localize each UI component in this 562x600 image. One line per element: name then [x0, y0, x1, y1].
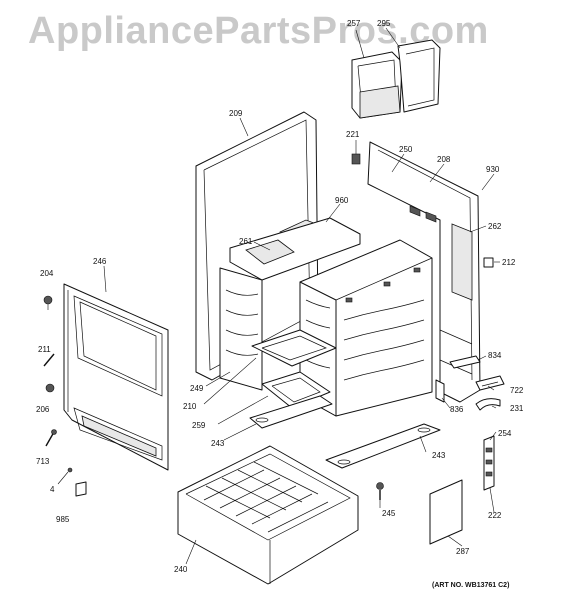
- part-231-bracket[interactable]: [475, 398, 501, 411]
- part-249-oven-liner-side[interactable]: [219, 267, 263, 391]
- part-836-strip[interactable]: [435, 379, 445, 403]
- part-713-screw[interactable]: [45, 429, 57, 447]
- callout-labels: 257 295 209 221 250 208 930 960 262 261 …: [36, 19, 524, 574]
- part-4-screw[interactable]: [67, 467, 73, 473]
- callout-4: 4: [50, 485, 55, 494]
- callout-985: 985: [56, 515, 70, 524]
- callout-287: 287: [456, 547, 470, 556]
- part-211-pin[interactable]: [43, 353, 55, 367]
- part-243-burner-bracket-upper[interactable]: [249, 395, 333, 429]
- callout-208: 208: [437, 155, 451, 164]
- part-295-vent-trim[interactable]: [397, 39, 441, 113]
- art-number: (ART NO. WB13761 C2): [432, 582, 510, 589]
- callout-722: 722: [510, 386, 524, 395]
- part-246-door-frame[interactable]: [63, 283, 169, 471]
- part-206-screw[interactable]: [45, 383, 55, 393]
- part-834-bracket[interactable]: [449, 355, 481, 369]
- part-245-bolt[interactable]: [376, 482, 384, 501]
- callout-221: 221: [346, 130, 360, 139]
- callout-261: 261: [239, 237, 253, 246]
- part-257-vent-duct[interactable]: [351, 51, 403, 119]
- callout-209: 209: [229, 109, 243, 118]
- callout-206: 206: [36, 405, 50, 414]
- callout-250: 250: [399, 145, 413, 154]
- callout-210: 210: [183, 402, 197, 411]
- callout-212: 212: [502, 258, 516, 267]
- callout-960: 960: [335, 196, 349, 205]
- part-261-oven-top[interactable]: [229, 217, 361, 281]
- part-985-clip[interactable]: [75, 481, 87, 497]
- part-221-clip[interactable]: [351, 140, 361, 165]
- callout-262: 262: [488, 222, 502, 231]
- part-240-drawer[interactable]: [177, 445, 359, 585]
- callout-204: 204: [40, 269, 54, 278]
- callout-231: 231: [510, 404, 524, 413]
- callout-243-upper: 243: [211, 439, 225, 448]
- callout-246: 246: [93, 257, 107, 266]
- part-212-bracket[interactable]: [483, 257, 494, 268]
- callout-240: 240: [174, 565, 188, 574]
- callout-713: 713: [36, 457, 50, 466]
- callout-222: 222: [488, 511, 502, 520]
- callout-836: 836: [450, 405, 464, 414]
- part-287-panel[interactable]: [429, 479, 463, 545]
- callout-257: 257: [347, 19, 361, 28]
- leader-lines: [57, 27, 500, 565]
- callout-249: 249: [190, 384, 204, 393]
- part-204-screw[interactable]: [43, 295, 53, 310]
- part-210-oven-rack[interactable]: [251, 329, 337, 367]
- callout-930: 930: [486, 165, 500, 174]
- part-243-burner-bracket-lower[interactable]: [325, 423, 441, 469]
- callout-254: 254: [498, 429, 512, 438]
- callout-211: 211: [38, 345, 51, 354]
- callout-259: 259: [192, 421, 206, 430]
- callout-245: 245: [382, 509, 396, 518]
- callout-834: 834: [488, 351, 502, 360]
- callout-295: 295: [377, 19, 391, 28]
- callout-243-lower: 243: [432, 451, 446, 460]
- part-254-hinge[interactable]: [483, 435, 495, 491]
- part-722-bracket[interactable]: [475, 375, 505, 391]
